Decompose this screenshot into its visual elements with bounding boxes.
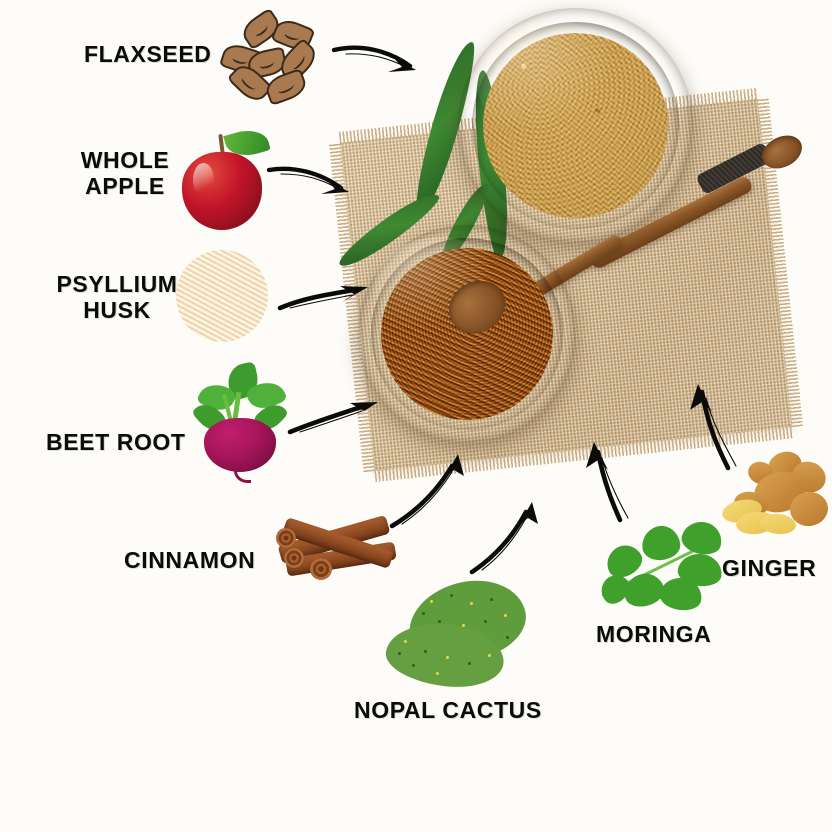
ground-flaxseed-bowl xyxy=(458,8,693,243)
arrow-moringa-to-bowl xyxy=(586,442,629,523)
beet-root-icon xyxy=(190,361,294,483)
arrow-apple-to-bowl xyxy=(266,166,349,194)
arrow-cinnamon-to-bowl xyxy=(389,454,464,529)
ingredient-label-flaxseed: FLAXSEED xyxy=(84,41,212,67)
arrow-flaxseed-to-bowl xyxy=(331,45,416,72)
flaxseed-icon xyxy=(218,7,328,112)
bowl-contents-ground-flaxseed xyxy=(483,33,668,218)
ingredient-label-psyllium-husk: PSYLLIUM HUSK xyxy=(56,271,178,323)
apple-body-icon xyxy=(182,152,262,230)
flaxseed-bowls-photo xyxy=(328,0,832,500)
nopal-cactus-icon xyxy=(378,570,566,694)
whole-flaxseed-bowl xyxy=(358,225,576,443)
cinnamon-icon xyxy=(272,508,404,590)
arrow-ginger-to-bowl xyxy=(690,384,737,471)
psyllium-husk-icon xyxy=(176,250,268,342)
ingredient-label-beet-root: BEET ROOT xyxy=(46,429,186,455)
arrow-psyllium-to-bowl xyxy=(277,286,368,311)
moringa-icon xyxy=(595,517,728,616)
arrow-nopal-to-bowl xyxy=(469,502,538,575)
ingredient-label-moringa: MORINGA xyxy=(596,621,712,647)
whole-flaxseed-texture xyxy=(381,248,553,420)
bowl-highlight xyxy=(476,20,626,140)
ingredient-label-ginger: GINGER xyxy=(722,555,817,581)
arrow-beet-to-bowl xyxy=(287,402,378,435)
ingredient-label-cinnamon: CINNAMON xyxy=(124,547,256,573)
ingredient-label-nopal-cactus: NOPAL CACTUS xyxy=(354,697,542,723)
beet-taproot-icon xyxy=(234,468,251,483)
beet-bulb-icon xyxy=(204,418,276,472)
bowl-contents-whole-flaxseed xyxy=(381,248,553,420)
ground-flaxseed-texture xyxy=(483,33,668,218)
apple-icon xyxy=(176,124,271,234)
ingredient-label-whole-apple: WHOLE APPLE xyxy=(80,147,170,199)
